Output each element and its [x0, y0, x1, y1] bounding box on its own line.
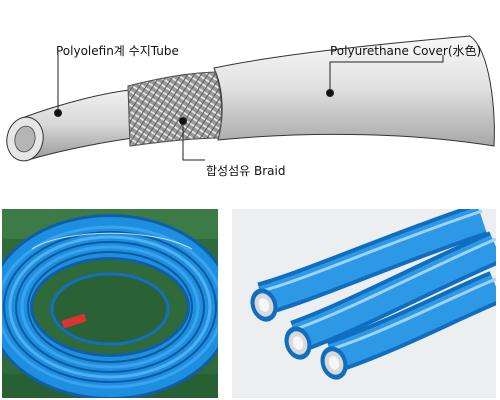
coiled-hose-photo — [2, 209, 218, 398]
diagram-drawing — [6, 35, 495, 162]
hose-strand-2 — [284, 231, 496, 360]
braid-pointer-dot — [179, 117, 187, 125]
cover-layer — [213, 35, 495, 147]
hose-strand-3 — [320, 271, 496, 380]
braid-layer — [127, 71, 225, 147]
cut-hose-ends-image — [232, 209, 496, 398]
hose-structure-diagram: Polyolefin계 수지Tube Polyurethane Cover(水色… — [6, 35, 495, 178]
cover-label: Polyurethane Cover(水色) — [330, 44, 482, 58]
braid-label: 합성섬유 Braid — [206, 164, 286, 178]
cut-hose-ends-photo — [232, 209, 496, 398]
tube-pointer-dot — [54, 109, 62, 117]
leader-lines — [54, 55, 444, 161]
coiled-hose-image — [2, 209, 218, 398]
inner-tube — [6, 87, 151, 162]
hose-strand-1 — [250, 209, 488, 322]
inner-tube-label: Polyolefin계 수지Tube — [56, 44, 179, 58]
cover-pointer-dot — [326, 89, 334, 97]
